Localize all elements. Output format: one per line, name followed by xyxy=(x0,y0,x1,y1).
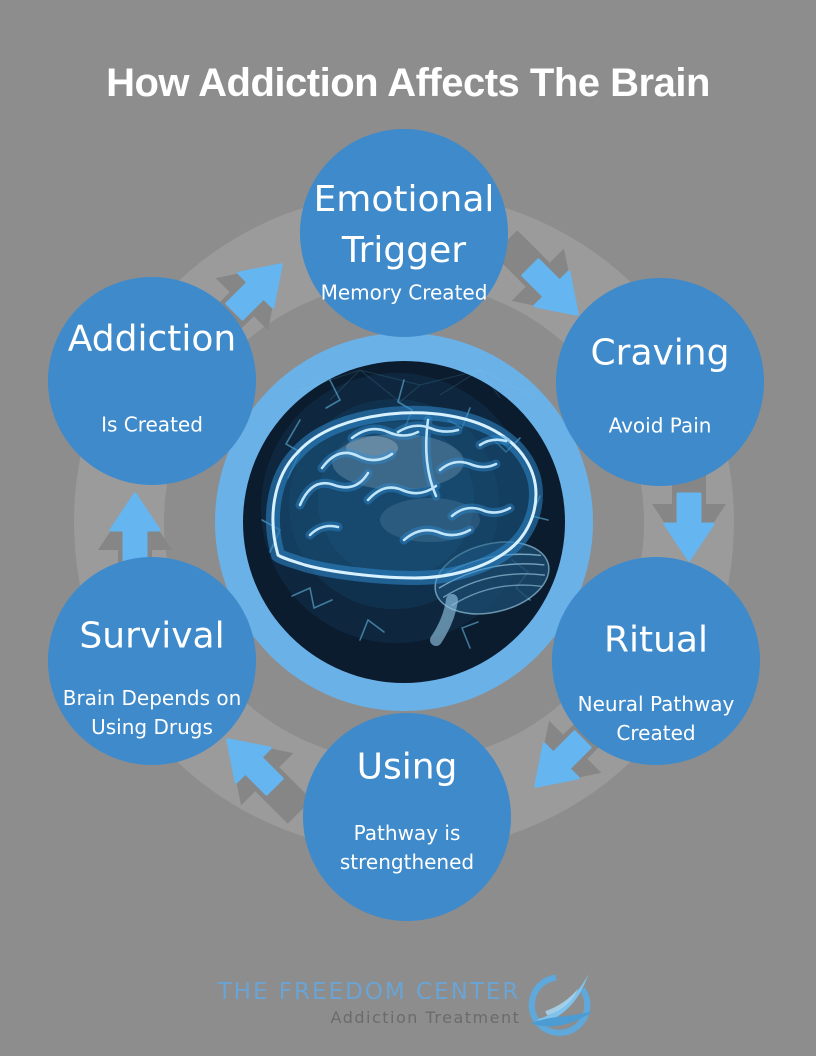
stage-circle-ritual: Ritual Neural Pathway Created xyxy=(552,557,760,765)
stage-circle-addiction: Addiction Is Created xyxy=(48,277,256,485)
stage-label: Craving xyxy=(590,332,730,374)
stage-circle-survival: Survival Brain Depends on Using Drugs xyxy=(48,557,256,765)
brand-logo-icon xyxy=(528,974,593,1036)
brainstem xyxy=(430,594,458,646)
stage-sublabel: Is Created xyxy=(101,412,203,437)
flow-arrows xyxy=(109,258,715,796)
brand-tagline: Addiction Treatment xyxy=(330,1008,521,1027)
flow-arrow-nw-icon xyxy=(226,738,284,796)
stage-sublabel: Brain Depends on Using Drugs xyxy=(62,686,242,739)
stage-sublabel: Avoid Pain xyxy=(608,413,712,438)
stage-circle-emotional-trigger: Emotional Trigger Memory Created xyxy=(300,129,508,337)
network-mesh xyxy=(299,369,531,403)
gyri-bright xyxy=(298,418,512,542)
stage-circle-using: Using Pathway is strengthened xyxy=(303,713,511,921)
brand-logo-text: THE FREEDOM CENTER Addiction Treatment xyxy=(218,979,521,1027)
stage-sublabel: Neural Pathway Created xyxy=(577,692,735,746)
flow-arrow-n-icon xyxy=(109,492,161,562)
brand-name: THE FREEDOM CENTER xyxy=(217,979,521,1005)
brand-logo: THE FREEDOM CENTER Addiction Treatment xyxy=(218,966,599,1040)
stage-label: Survival xyxy=(79,615,225,657)
stage-label: Emotional Trigger xyxy=(313,178,495,271)
brain-image xyxy=(215,333,593,711)
stage-label: Ritual xyxy=(603,619,708,661)
page-title: How Addiction Affects The Brain xyxy=(106,60,710,105)
stage-circle-craving: Craving Avoid Pain xyxy=(556,278,764,486)
stage-sublabel: Memory Created xyxy=(320,280,488,305)
flow-arrow-se-icon xyxy=(521,258,579,316)
stage-label: Addiction xyxy=(67,318,237,360)
stage-sublabel: Pathway is strengthened xyxy=(339,821,475,875)
stage-label: Using xyxy=(356,746,458,788)
flow-arrow-ne-icon xyxy=(225,263,283,321)
flow-arrow-s-icon xyxy=(663,492,715,562)
flow-arrow-sw-icon xyxy=(534,730,592,788)
